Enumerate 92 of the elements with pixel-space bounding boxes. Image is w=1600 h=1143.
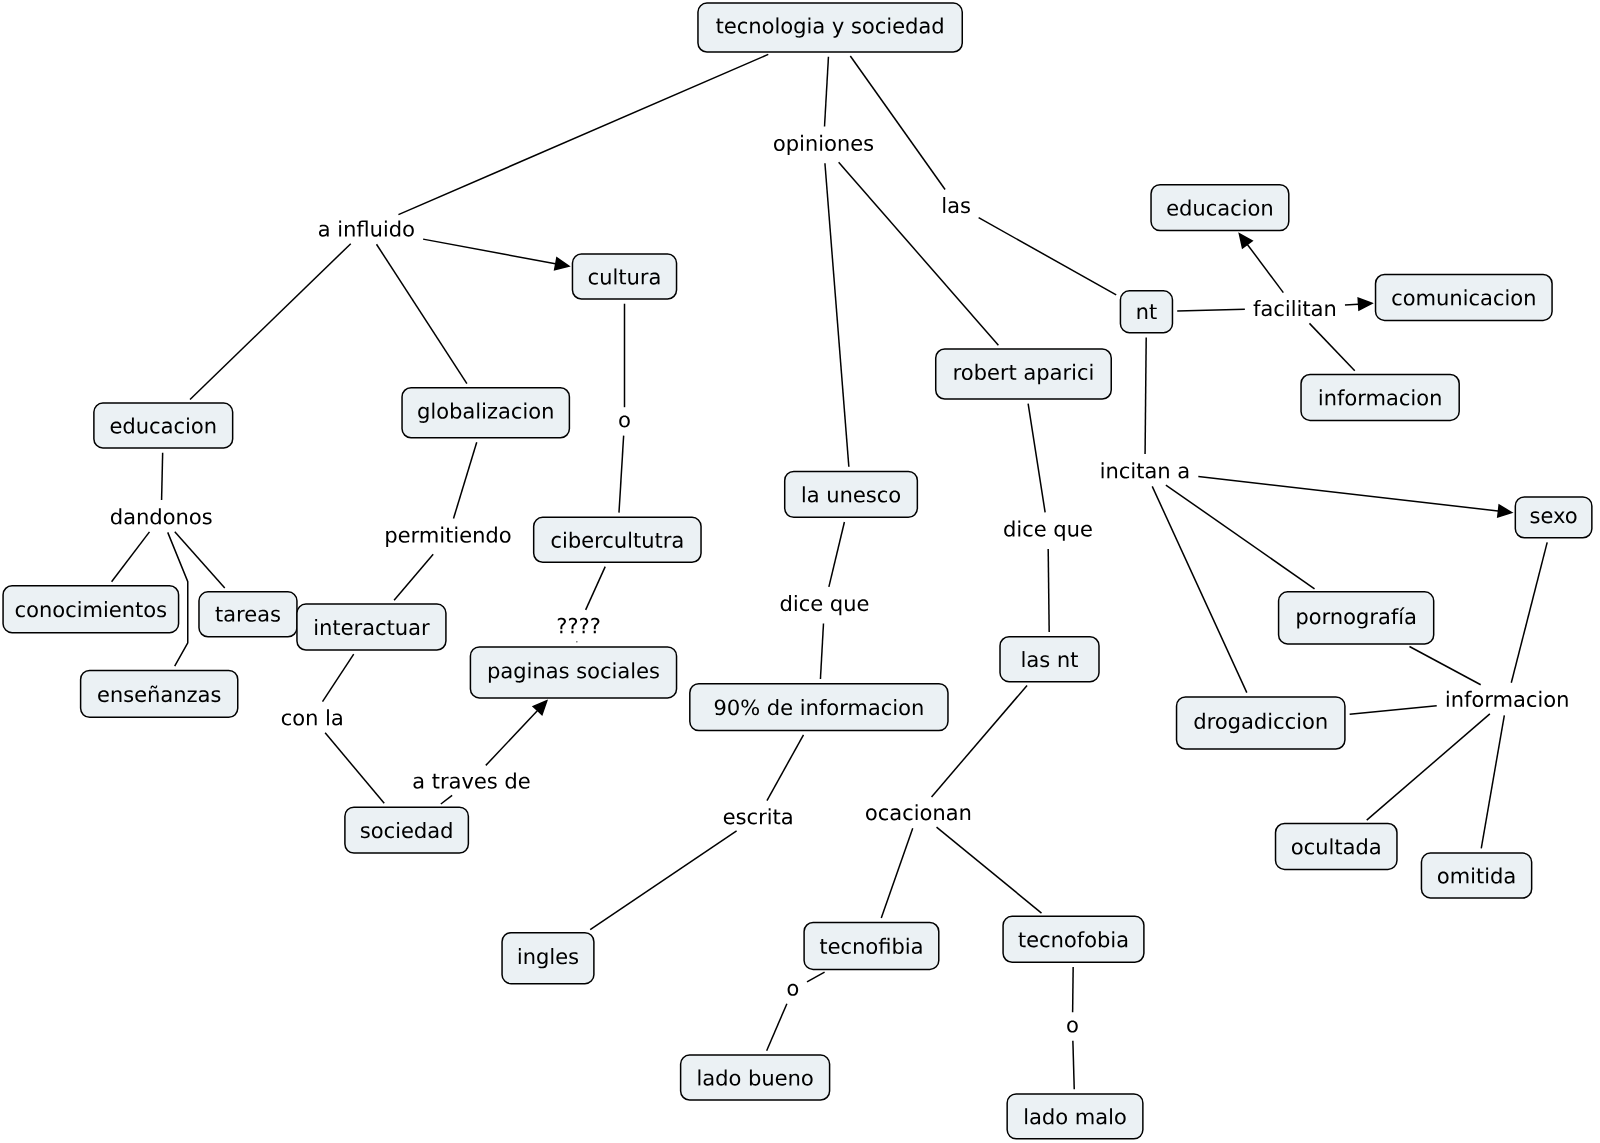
connector-line <box>375 243 468 385</box>
linking-phrase: facilitan <box>1253 300 1335 317</box>
concept-box: enseñanzas <box>79 669 239 719</box>
concept-box: tareas <box>198 591 298 638</box>
connector-line <box>393 553 434 602</box>
concept-box: paginas sociales <box>469 646 678 699</box>
linking-phrase: dice que <box>1004 520 1092 541</box>
connector-line <box>1348 705 1438 716</box>
connector-line <box>160 451 164 501</box>
connector-line <box>397 53 769 216</box>
concept-box: omitida <box>1420 852 1533 899</box>
concept-box: nt <box>1119 290 1174 334</box>
linking-phrase: ocacionan <box>866 804 971 821</box>
concept-box: conocimientos <box>2 584 180 634</box>
connector-line <box>1144 336 1147 455</box>
connector-line <box>1308 322 1356 372</box>
connector-line <box>589 830 738 931</box>
linking-phrase: informacion <box>1446 690 1568 708</box>
connector-line <box>167 531 189 667</box>
concept-box: educacion <box>1150 183 1290 232</box>
connector-line <box>828 521 846 588</box>
connector-line <box>618 434 625 514</box>
linking-phrase: a influido <box>318 220 414 237</box>
linking-phrase: a traves de <box>413 772 530 789</box>
linking-phrase: dice que <box>780 594 869 616</box>
linking-phrase: o <box>619 415 630 428</box>
concept-box: 90% de informacion <box>689 682 949 732</box>
connector-line <box>1072 1040 1075 1090</box>
connector-line <box>849 55 946 191</box>
linking-phrase: permitiendo <box>386 526 511 547</box>
connector-line <box>1071 966 1074 1014</box>
connector-line <box>824 162 850 468</box>
concept-box: drogadiccion <box>1175 696 1346 750</box>
connector-line <box>189 242 352 401</box>
concept-box: cultura <box>571 253 678 300</box>
connector-line <box>1408 645 1482 686</box>
linking-phrase: opiniones <box>774 134 874 156</box>
connector-line <box>1047 548 1050 633</box>
connector-line <box>1480 714 1506 850</box>
connector-line <box>930 684 1028 798</box>
connector-line <box>837 161 1000 346</box>
connector-line <box>819 622 825 680</box>
linking-phrase: ???? <box>557 617 600 634</box>
concept-box: tecnofibia <box>803 921 940 971</box>
linking-phrase: dandonos <box>111 508 212 525</box>
concept-box: interactuar <box>296 603 447 651</box>
connector-line <box>584 565 606 611</box>
connector-line <box>324 732 385 805</box>
linking-phrase: incitan a <box>1101 462 1189 479</box>
connector-line <box>623 303 626 408</box>
connector-line <box>977 216 1117 296</box>
connector-line <box>1027 402 1046 514</box>
linking-phrase: con la <box>281 709 342 726</box>
concept-box: educacion <box>93 402 234 449</box>
concept-box: lado bueno <box>679 1054 831 1101</box>
concept-box: las nt <box>999 636 1100 683</box>
concept-box: tecnologia y sociedad <box>697 2 963 53</box>
concept-box: robert aparici <box>935 348 1112 400</box>
connector-line <box>321 653 355 703</box>
concept-box: informacion <box>1300 373 1460 422</box>
concept-box: comunicacion <box>1374 273 1553 322</box>
linking-phrase: las <box>943 197 970 214</box>
concept-box: globalizacion <box>401 387 571 439</box>
connector-line <box>452 441 478 520</box>
connector-line <box>576 640 578 643</box>
connector-line <box>1151 485 1248 694</box>
linking-phrase: escrita <box>723 808 792 825</box>
connector-line <box>174 530 226 589</box>
connector-line <box>110 531 151 583</box>
linking-phrase: o <box>1067 1020 1078 1033</box>
concept-box: la unesco <box>783 470 919 519</box>
connector-line <box>1510 541 1548 684</box>
connector-line <box>806 971 826 983</box>
concept-box: pornografía <box>1277 591 1435 645</box>
connector-line <box>766 734 805 802</box>
connector-line <box>1365 713 1491 821</box>
concept-box: ingles <box>501 931 595 985</box>
connector-line <box>1165 484 1316 590</box>
arrow <box>1238 232 1285 294</box>
concept-box: lado malo <box>1006 1093 1144 1140</box>
concept-box: sociedad <box>344 806 470 854</box>
connector-line <box>935 826 1043 914</box>
linking-phrase: o <box>787 983 799 996</box>
concept-box: ocultada <box>1274 822 1398 871</box>
concept-box: tecnofobia <box>1002 915 1145 963</box>
connector-line <box>765 1002 788 1052</box>
concept-box: sexo <box>1514 496 1593 539</box>
connector-line <box>880 827 914 919</box>
connector-line <box>440 794 453 805</box>
concept-box: cibercultutra <box>532 516 702 563</box>
connector-line <box>823 56 830 128</box>
connector-line <box>1176 308 1246 312</box>
